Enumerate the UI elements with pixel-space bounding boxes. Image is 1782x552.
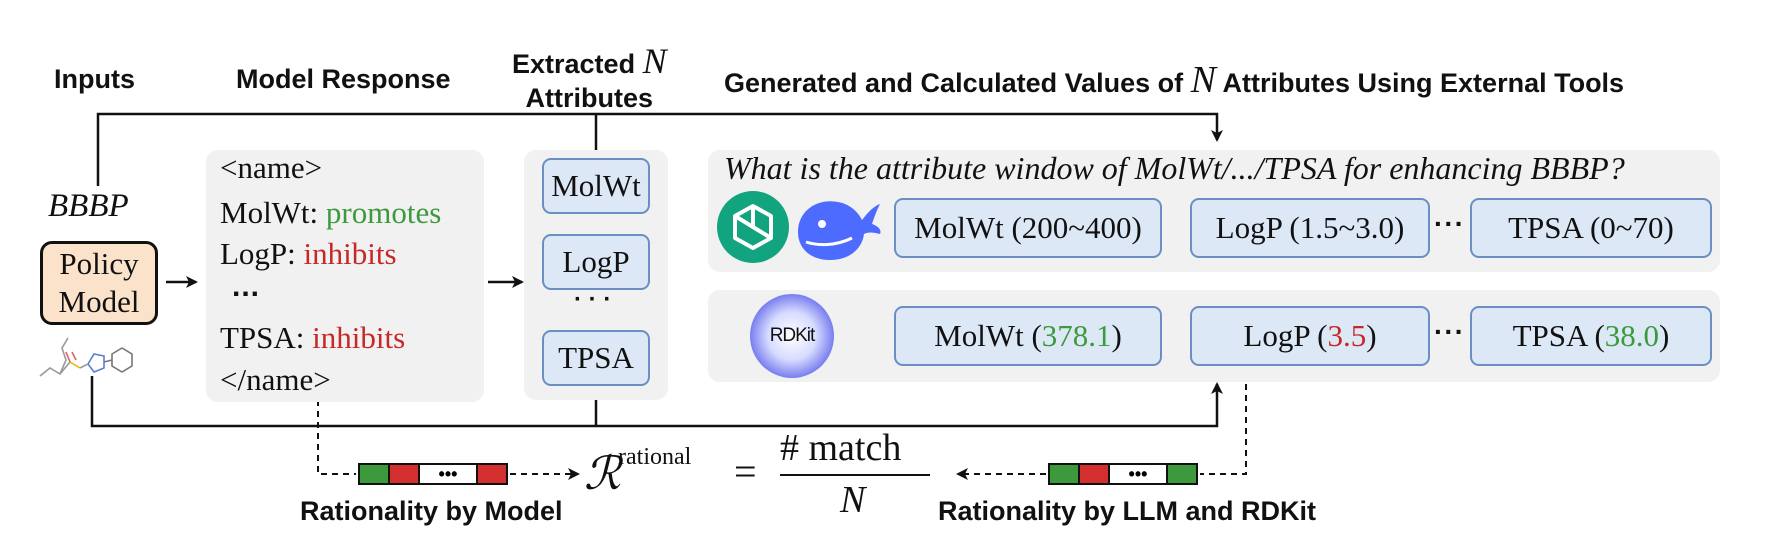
extracted-vdots: · · · (574, 286, 612, 313)
llm-bar-cell-2 (1080, 465, 1110, 483)
rdkit-logp-name: LogP ( (1243, 318, 1328, 353)
rdkit-logo-text: RDKit (769, 325, 816, 346)
extracted-tpsa: TPSA (542, 330, 650, 386)
model-bar-cell-2 (390, 465, 420, 483)
formula-denominator: N (840, 479, 866, 521)
openai-icon (717, 191, 789, 263)
top-connector (96, 112, 1223, 186)
response-effect-molwt: promotes (325, 195, 442, 230)
formula-equals: = (734, 449, 757, 494)
policy-line2: Model (58, 284, 140, 319)
llm-ellipsis: ··· (1434, 208, 1465, 239)
response-open-tag: <name> (220, 150, 323, 185)
deepseek-icon (798, 201, 881, 260)
response-attr-molwt: MolWt: (220, 195, 319, 230)
formula-fraction-bar (780, 474, 930, 476)
llm-bar-cell-4 (1168, 465, 1196, 483)
formula-numerator: # match (780, 427, 902, 469)
header-inputs: Inputs (54, 64, 135, 94)
bottom-connector (90, 376, 1223, 428)
policy-line1: Policy (59, 246, 139, 281)
response-ellipsis: ... (232, 270, 261, 303)
policy-model-box: Policy Model (40, 241, 158, 325)
header-extracted-line1: Extracted N (512, 41, 667, 81)
header-extracted: Extracted N Attributes (512, 41, 667, 115)
rdkit-molwt-name: MolWt ( (934, 318, 1042, 353)
extracted-logp: LogP (542, 234, 650, 290)
header-extracted-var: N (642, 41, 667, 81)
model-bar-cell-4 (478, 465, 506, 483)
rdkit-tpsa-value: 38.0 (1604, 318, 1660, 353)
rdkit-logp-close: ) (1366, 318, 1377, 353)
model-bar-ellipsis: ••• (420, 465, 478, 483)
rdkit-tpsa-name: TPSA ( (1512, 318, 1605, 353)
llm-question: What is the attribute window of MolWt/..… (724, 150, 1625, 186)
llm-logp: LogP (1.5~3.0) (1190, 198, 1430, 258)
rdkit-molwt-value: 378.1 (1041, 318, 1112, 353)
response-line-molwt: MolWt: promotes (220, 195, 441, 231)
header-generated: Generated and Calculated Values of N Att… (724, 58, 1624, 102)
response-panel (206, 150, 484, 402)
rdkit-molwt-close: ) (1111, 318, 1122, 353)
response-effect-tpsa: inhibits (312, 320, 406, 355)
model-rationality-bar: ••• (358, 463, 508, 485)
response-attr-logp: LogP: (220, 236, 296, 271)
rdkit-logp-value: 3.5 (1327, 318, 1367, 353)
rdkit-dashed-link (1200, 384, 1247, 475)
llm-molwt: MolWt (200~400) (894, 198, 1162, 258)
molecule-icon (39, 337, 133, 377)
rdkit-tpsa-close: ) (1659, 318, 1670, 353)
model-bar-cell-1 (360, 465, 390, 483)
rdkit-tpsa: TPSA (38.0) (1470, 306, 1712, 366)
llm-bar-cell-1 (1050, 465, 1080, 483)
llm-rdkit-rationality-bar: ••• (1048, 463, 1198, 485)
rdkit-molwt: MolWt (378.1) (894, 306, 1162, 366)
caption-llm-rdkit-rationality: Rationality by LLM and RDKit (938, 496, 1316, 526)
rdkit-ellipsis: ··· (1434, 316, 1465, 347)
llm-tpsa: TPSA (0~70) (1470, 198, 1712, 258)
response-line-logp: LogP: inhibits (220, 236, 397, 272)
header-generated-var: N (1190, 59, 1217, 101)
rdkit-logo: RDKit (750, 294, 834, 378)
header-extracted-suffix: Attributes (525, 83, 654, 113)
response-dashed-link (317, 400, 356, 475)
extracted-molwt: MolWt (542, 158, 650, 214)
response-line-tpsa: TPSA: inhibits (220, 320, 405, 356)
header-generated-suffix: Attributes Using External Tools (1222, 68, 1625, 98)
formula-symbol: ℛ (584, 448, 621, 499)
caption-model-rationality: Rationality by Model (300, 496, 563, 526)
rdkit-logp: LogP (3.5) (1190, 306, 1430, 366)
llm-bar-ellipsis: ••• (1110, 465, 1168, 483)
response-close-tag: </name> (220, 362, 331, 397)
rationality-formula: ℛ rational = # match N (584, 427, 944, 530)
task-label: BBBP (48, 188, 129, 224)
header-model-response: Model Response (236, 64, 451, 94)
response-attr-tpsa: TPSA: (220, 320, 305, 355)
response-effect-logp: inhibits (303, 236, 397, 271)
formula-superscript: rational (618, 444, 692, 470)
header-extracted-prefix: Extracted (512, 49, 636, 79)
header-generated-prefix: Generated and Calculated Values of (724, 68, 1184, 98)
